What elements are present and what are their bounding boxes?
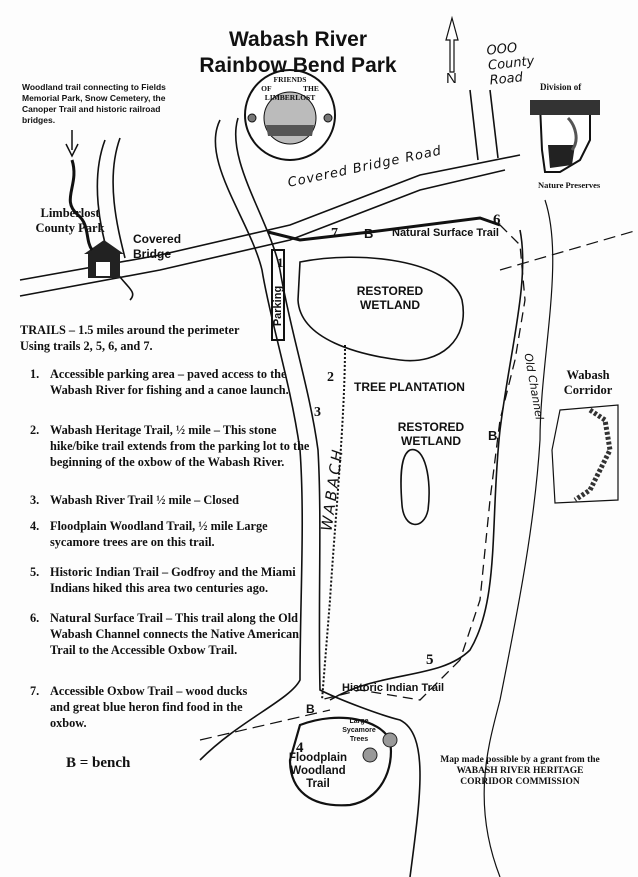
- covered-bridge-road-edge: [19, 169, 506, 297]
- woodland-note: Woodland trail connecting to Fields Memo…: [22, 82, 166, 125]
- bench-marker: B: [364, 226, 374, 241]
- west-creek-2: [112, 137, 126, 259]
- floodplain-loop: [288, 716, 393, 807]
- restored-wetland-2: [400, 448, 430, 526]
- wabash-corridor-map: [551, 404, 619, 504]
- trail-item: 6. Natural Surface Trail – This trail alo…: [20, 610, 320, 658]
- woodland-arrow-icon: [65, 130, 79, 158]
- trail-text: Floodplain Woodland Trail, ½ mile Large …: [50, 519, 268, 549]
- trail-text: Accessible Oxbow Trail – wood ducks and …: [50, 684, 248, 730]
- limberlost-label: Limberlost County Park: [35, 206, 105, 235]
- title-line-1: Wabash River: [228, 28, 368, 51]
- parking-lot: [271, 249, 285, 341]
- trail-6: [459, 224, 526, 661]
- historic-indian-trail-label: Historic Indian Trail: [342, 682, 445, 694]
- covered-bridge-icon: [84, 240, 124, 278]
- trail-number-5: 5: [426, 652, 434, 668]
- trails-header-line-2: Using trails 2, 5, 6, and 7.: [20, 339, 153, 353]
- trail-text: Wabash Heritage Trail, ½ mile – This sto…: [50, 423, 310, 469]
- restored-wetland-1: [297, 256, 465, 362]
- trail-number-3: 3: [314, 405, 321, 420]
- trail-item: 2. Wabash Heritage Trail, ½ mile – This s…: [20, 422, 320, 470]
- trail-5: [319, 659, 461, 701]
- trail-item: 5. Historic Indian Trail – Godfroy and th…: [20, 564, 320, 596]
- trail-2: [321, 344, 346, 701]
- restored-wetland-label-2: RESTORED WETLAND: [397, 420, 465, 448]
- trail-item: 3. Wabash River Trail ½ mile – Closed: [20, 492, 320, 508]
- trail-text: Historic Indian Trail – Godfroy and the …: [50, 565, 296, 595]
- county-road: [469, 89, 499, 161]
- trail-item: 4. Floodplain Woodland Trail, ½ mile Larg…: [20, 518, 320, 550]
- oxbow: [329, 229, 524, 701]
- dash-line: [199, 229, 638, 741]
- trail-7: [267, 216, 501, 242]
- trail-num: 4.: [30, 519, 40, 533]
- trail-num: 2.: [30, 423, 40, 437]
- covered-bridge-label: Covered Bridge: [133, 232, 182, 261]
- floodplain-label: Floodplain Woodland Trail: [288, 752, 348, 790]
- trail-item: 7. Accessible Oxbow Trail – wood ducks an…: [20, 683, 320, 731]
- trail-number-6: 6: [493, 212, 501, 228]
- trail-number-4: 4: [296, 740, 304, 756]
- county-road-label: OOO County Road: [485, 40, 536, 89]
- title-line-2: Rainbow Bend Park: [199, 54, 397, 77]
- trail-text: Accessible parking area – paved access t…: [50, 367, 289, 397]
- wabash-corridor-label: Wabash Corridor: [563, 368, 613, 397]
- friends-logo: [244, 69, 336, 161]
- bench-legend: B = bench: [66, 755, 131, 771]
- parking-label: Parking: [272, 285, 285, 327]
- north-arrow-icon: [445, 15, 459, 73]
- division-label-top: Division of: [540, 82, 582, 92]
- tree-plantation-label: TREE PLANTATION: [354, 380, 465, 394]
- trails-header: TRAILS – 1.5 miles around the perimeter …: [20, 322, 320, 354]
- credit-line-1: Map made possible by a grant from the: [440, 755, 600, 765]
- credit-line-2: WABASH RIVER HERITAGE: [456, 766, 584, 776]
- channel: [483, 199, 554, 877]
- natural-surface-trail-label: Natural Surface Trail: [392, 227, 499, 239]
- credit: Map made possible by a grant from the WA…: [430, 755, 610, 788]
- trail-text: Wabash River Trail ½ mile – Closed: [50, 493, 239, 507]
- woodland-trail: [68, 159, 94, 251]
- trail-num: 5.: [30, 565, 40, 579]
- wabash-river-bank-2: [234, 117, 421, 877]
- trail-number-7: 7: [331, 226, 338, 241]
- trail-num: 7.: [30, 684, 40, 698]
- bench-marker: B: [488, 428, 498, 443]
- north-label: N: [446, 70, 457, 87]
- bench-marker: B: [306, 702, 315, 716]
- trail-num: 1.: [30, 367, 40, 381]
- credit-line-3: CORRIDOR COMMISSION: [460, 777, 580, 787]
- trails-header-line-1: TRAILS – 1.5 miles around the perimeter: [20, 323, 240, 337]
- division-nature-preserves-logo: [530, 100, 600, 173]
- sycamore-tree-icon: [362, 732, 398, 763]
- trail-num: 6.: [30, 611, 40, 625]
- trail-item: 1. Accessible parking area – paved access…: [20, 366, 320, 398]
- trail-number-1: 1: [277, 255, 284, 270]
- restored-wetland-label-1: RESTORED WETLAND: [356, 284, 424, 312]
- sycamore-label: Large Sycamore Trees: [342, 718, 376, 743]
- logo-text: FRIENDS OF THE LIMBERLOST: [261, 75, 319, 102]
- trail-text: Natural Surface Trail – This trail along…: [50, 611, 300, 657]
- trail-num: 3.: [30, 493, 40, 507]
- wabash-river-bank: [199, 119, 304, 761]
- division-label-bottom: Nature Preserves: [538, 180, 601, 190]
- trail-number-2: 2: [327, 370, 334, 385]
